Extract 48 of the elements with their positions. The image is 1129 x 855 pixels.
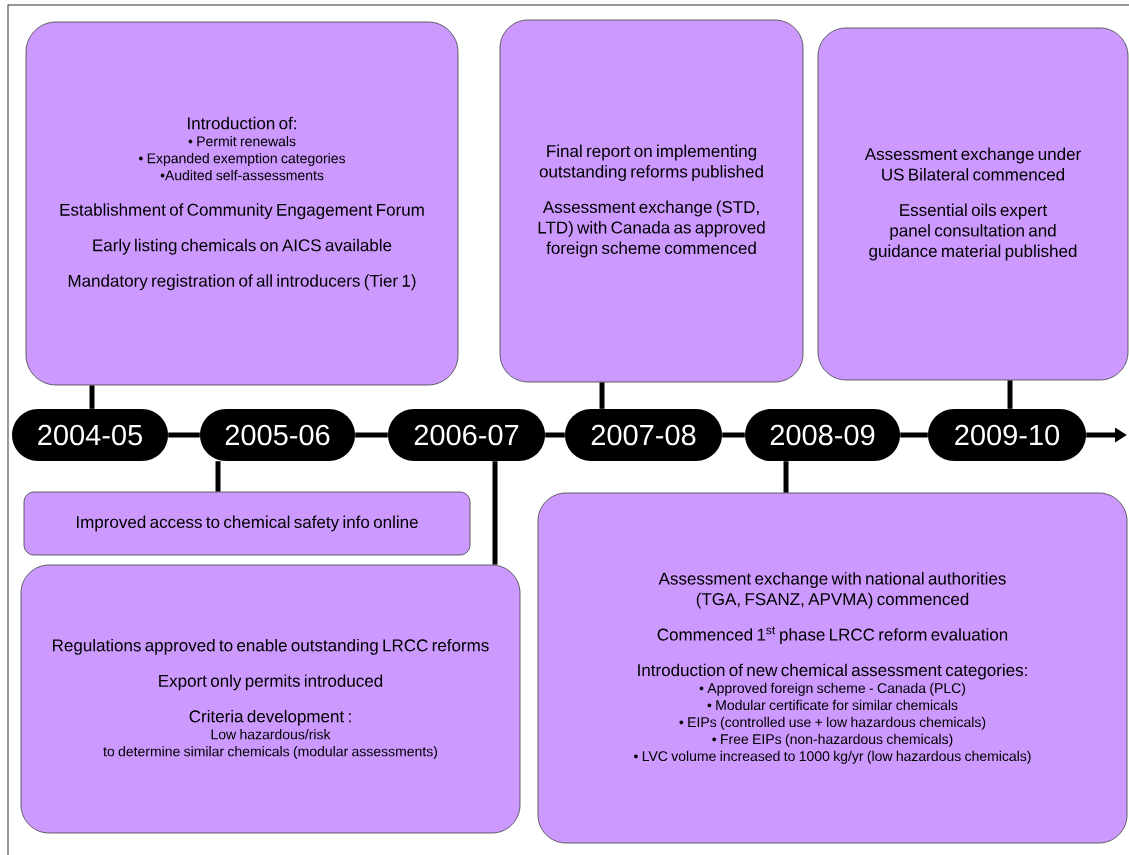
year-pill: 2004-05 [12, 409, 168, 461]
timeline-line [545, 432, 565, 438]
event-text: Commenced 1$^{st}$ phase LRCC reform evaluation [657, 626, 1008, 644]
event-text: Assessment exchange under US Bilateral commenced [864, 147, 1081, 181]
event-text: Assessment exchange (STD, LTD) with Canada as approved foreign scheme commenced [538, 200, 765, 258]
event-box [25, 21, 459, 386]
connector-line [492, 461, 498, 565]
event-text: Early listing chemicals on AICS available [93, 238, 392, 255]
timeline-line [900, 432, 928, 438]
event-text: Criteria development : [189, 709, 351, 726]
event-text: Improved access to chemical safety info online [77, 515, 418, 532]
event-box [23, 491, 471, 556]
timeline-line [722, 432, 745, 438]
event-text: Final report on implementing outstanding reforms published [539, 144, 763, 181]
connector-line [1007, 380, 1013, 409]
year-pill: 2006-07 [388, 409, 545, 461]
event-box [20, 564, 521, 834]
bullet-item: • Expanded exemption categories [139, 153, 346, 167]
event-text: Regulations approved to enable outstanding LRCC reforms [53, 638, 489, 655]
event-text: Essential oils expert panel consultation and guidance material published [869, 203, 1077, 261]
timeline-line [168, 432, 200, 438]
event-text: Introduction of new chemical assessment categories: [638, 663, 1027, 680]
bullet-item: to determine similar chemicals (modular assessments) [103, 746, 437, 760]
bullet-item: Low hazardous/risk [211, 729, 331, 740]
bullet-item: •Audited self-assessments [160, 170, 324, 181]
event-box [537, 492, 1128, 844]
event-text: Mandatory registration of all introducers (Tier 1) [68, 274, 416, 291]
bullet-item: • Permit renewals [188, 136, 296, 147]
event-text: Export only permits introduced [159, 674, 383, 691]
bullet-item: • Approved foreign scheme - Canada (PLC) [699, 682, 966, 696]
connector-line [599, 382, 605, 409]
bullet-item: • LVC volume increased to 1000 kg/yr (low hazardous chemicals) [634, 750, 1031, 764]
connector-line [89, 385, 95, 409]
bullet-item: • Free EIPs (non-hazardous chemicals) [712, 733, 953, 747]
timeline-line [355, 432, 388, 438]
event-text: Assessment exchange with national authorities (TGA, FSANZ, APVMA) commenced [658, 572, 1006, 609]
event-text: Establishment of Community Engagement Forum [60, 203, 424, 220]
bullet-item: • Modular certificate for similar chemicals [707, 699, 958, 711]
connector-line [215, 461, 221, 492]
event-box [499, 19, 804, 383]
bullet-item: • EIPs (controlled use + low hazardous chemicals) [679, 716, 986, 730]
connector-line [783, 461, 789, 493]
year-pill: 2008-09 [745, 409, 900, 461]
event-text: Introduction of: [188, 116, 296, 130]
year-pill: 2007-08 [565, 409, 722, 461]
event-box [817, 27, 1129, 381]
year-pill: 2005-06 [200, 409, 355, 461]
year-pill: 2009-10 [928, 409, 1086, 461]
